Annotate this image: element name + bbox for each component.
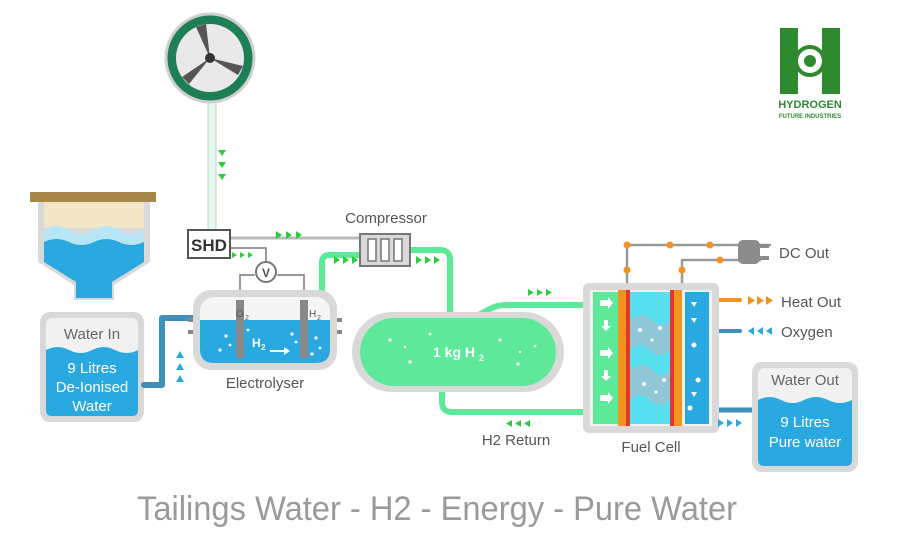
filter-hopper (30, 192, 156, 300)
svg-text:2: 2 (479, 353, 484, 363)
fuel-cell: Fuel Cell (583, 283, 719, 456)
svg-text:H: H (309, 309, 316, 320)
dc-out-label: DC Out (779, 245, 830, 262)
water-in-tank: Water In 9 Litres De-Ionised Water (40, 312, 184, 422)
fuel-cell-label: Fuel Cell (621, 439, 680, 456)
logo-subtitle: FUTURE INDUSTRIES (779, 114, 841, 120)
left-arrows-blue (748, 327, 772, 335)
water-out-tank: Water Out 9 Litres Pure water (752, 362, 858, 472)
hydrogen-tank: 1 kg H 2 H2 Return (352, 289, 564, 449)
compressor: Compressor (334, 210, 440, 267)
voltmeter: V (255, 261, 277, 283)
right-arrows-green-3 (528, 289, 552, 296)
water-out-line1: 9 Litres (780, 414, 829, 431)
logo-name: HYDROGEN (778, 99, 842, 111)
wire-nodes (623, 241, 724, 274)
footer-caption: Tailings Water - H2 - Energy - Pure Wate… (137, 490, 737, 528)
pipes (141, 236, 772, 415)
water-in-line2: De-Ionised (56, 379, 129, 396)
water-in-title: Water In (64, 326, 120, 343)
compressor-label: Compressor (345, 210, 427, 227)
down-arrows-green (218, 150, 226, 180)
water-out-line2: Pure water (769, 434, 842, 451)
right-arrows-green-1 (232, 231, 302, 258)
hydrogen-logo: HYDROGEN FUTURE INDUSTRIES (778, 28, 842, 120)
turbine-blades-icon (182, 24, 243, 84)
svg-text:2: 2 (317, 315, 321, 322)
shd-label: SHD (191, 236, 227, 255)
electrolyser-label: Electrolyser (226, 375, 304, 392)
right-arrows-blue (718, 419, 742, 427)
left-arrows-green (506, 420, 530, 427)
right-arrows-green-2 (334, 256, 440, 264)
outputs: DC Out Heat Out Oxygen (718, 245, 842, 427)
electrolyser: O 2 H 2 H 2 Electrolyser (188, 290, 342, 392)
shd-controller: SHD (187, 229, 302, 259)
h2-return-label: H2 Return (482, 432, 550, 449)
tank-label: 1 kg H (433, 344, 475, 360)
electrolyser-flow-h2: H (252, 336, 261, 350)
heat-out-label: Heat Out (781, 294, 842, 311)
svg-text:2: 2 (245, 315, 249, 322)
water-in-line1: 9 Litres (67, 360, 116, 377)
water-out-title: Water Out (771, 372, 840, 389)
water-in-line3: Water (72, 398, 111, 415)
right-arrows-orange (748, 296, 773, 305)
svg-text:2: 2 (261, 343, 266, 352)
oxygen-label: Oxygen (781, 324, 833, 341)
svg-text:O: O (236, 309, 244, 320)
wind-turbine (164, 12, 256, 236)
plug-icon (738, 240, 769, 264)
voltmeter-label: V (262, 266, 270, 280)
up-arrows-blue (176, 351, 184, 382)
